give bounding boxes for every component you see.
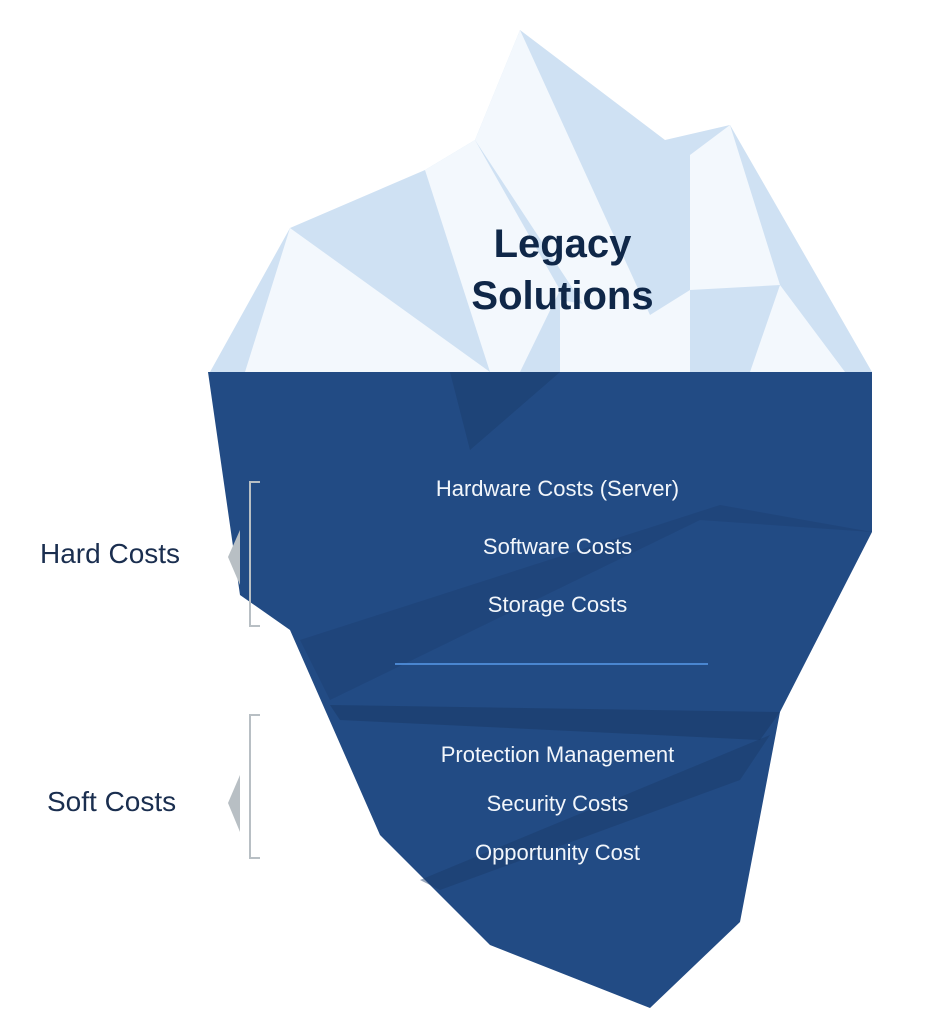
hard-costs-label: Hard Costs [40,538,181,569]
title-line-1: Legacy [493,222,632,266]
title-line-2: Solutions [471,274,654,318]
hard-costs-bracket [249,481,260,627]
ice-facet [425,140,560,372]
ice-facet [245,228,490,372]
soft-costs-label: Soft Costs [47,786,177,817]
hard-costs-arrow-icon [228,530,240,585]
hard-cost-item: Software Costs [482,534,633,559]
underwater-shadow [330,705,780,740]
soft-costs-arrow-icon [228,775,240,832]
soft-costs-bracket [249,714,260,859]
soft-cost-item: Opportunity Cost [474,840,641,865]
hard-cost-item: Storage Costs [487,592,628,617]
ice-facet [690,125,780,290]
underwater-shadow [450,372,560,450]
hard-cost-item: Hardware Costs (Server) [435,476,680,501]
soft-cost-item: Security Costs [486,791,629,816]
underwater-shadow [300,505,872,700]
ice-facet [475,30,650,330]
underwater-shadow [420,735,770,890]
soft-cost-item: Protection Management [440,742,675,767]
ice-facet [560,290,690,372]
iceberg-underwater [208,372,872,1008]
ice-facet [750,285,845,372]
